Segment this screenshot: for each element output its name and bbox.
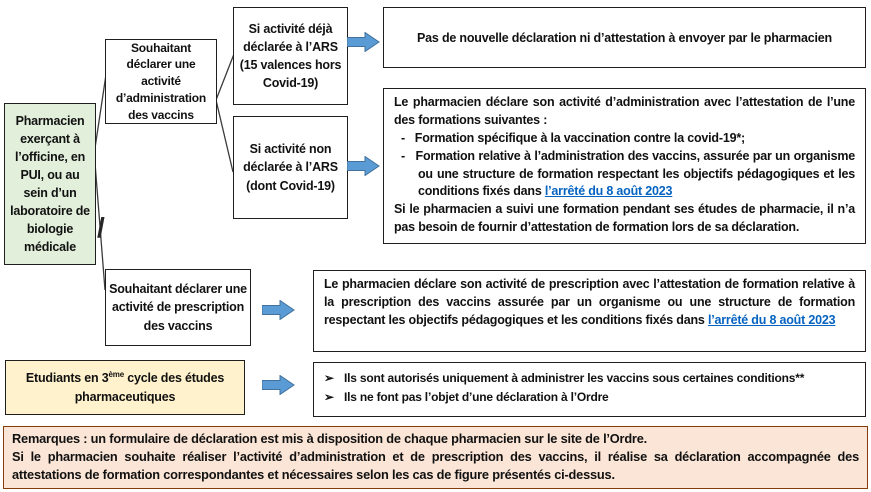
right-arrow-icon <box>262 375 295 395</box>
case-not-declared-box: Si activité non déclarée à l’ARS (dont C… <box>233 116 348 219</box>
source-label: Pharmacien exerçant à l’officine, en PUI… <box>10 113 90 255</box>
students-bullet-2: ➢ Ils ne font pas l’objet d’une déclarati… <box>324 388 855 407</box>
result-admin-note: Si le pharmacien a suivi une formation p… <box>394 202 855 235</box>
dash-bullet: - <box>401 130 405 145</box>
result-no-declaration-box: Pas de nouvelle déclaration ni d’attesta… <box>383 7 866 68</box>
result-admin-declaration-box: Le pharmacien déclare son activité d’adm… <box>383 88 866 244</box>
result-no-declaration-label: Pas de nouvelle déclaration ni d’attesta… <box>417 30 832 45</box>
students-bullet-1: ➢ Ils sont autorisés uniquement à adminis… <box>324 369 855 388</box>
case-declared-box: Si activité déjà déclarée à l’ARS (15 va… <box>233 7 348 105</box>
students-trigger-label: Etudiants en 3ème cycle des études pharm… <box>8 369 242 405</box>
right-arrow-icon <box>262 300 295 320</box>
remarks-box: Remarques : un formulaire de déclaration… <box>3 426 868 489</box>
remarks-line-1: Remarques : un formulaire de déclaration… <box>12 431 647 446</box>
arrowhead-bullet-icon: ➢ <box>324 371 334 385</box>
right-arrow-icon <box>347 156 380 176</box>
result-prescription-box: Le pharmacien déclare son activité de pr… <box>313 270 866 352</box>
result-prescription-text: Le pharmacien déclare son activité de pr… <box>324 277 855 327</box>
connector-slash: / <box>97 212 105 243</box>
result-students-box: ➢ Ils sont autorisés uniquement à adminis… <box>313 362 866 417</box>
case-declared-label: Si activité déjà déclarée à l’ARS (15 va… <box>239 21 342 91</box>
remarks-line-2: Si le pharmacien souhaite réaliser l’act… <box>12 448 859 482</box>
prescription-trigger-box: Souhaitant déclarer une activité de pres… <box>105 269 251 346</box>
prescription-trigger-label: Souhaitant déclarer une activité de pres… <box>109 282 247 333</box>
formation-item-1-text: Formation spécifique à la vaccination co… <box>414 130 745 145</box>
students-trigger-sup: ème <box>108 370 125 380</box>
dash-bullet: - <box>401 148 405 163</box>
right-arrow-icon <box>347 32 380 52</box>
result-admin-intro: Le pharmacien déclare son activité d’adm… <box>394 95 855 127</box>
case-not-declared-label: Si activité non déclarée à l’ARS (dont C… <box>243 142 338 193</box>
arrowhead-bullet-icon: ➢ <box>324 389 334 404</box>
formation-item-2-text: Formation relative à l’administration de… <box>415 148 856 199</box>
admin-trigger-box: Souhaitant déclarer une activité d’admin… <box>105 39 217 124</box>
source-box: Pharmacien exerçant à l’officine, en PUI… <box>4 103 96 265</box>
arrete-8-aout-2023-link[interactable]: l’arrêté du 8 août 2023 <box>544 184 673 199</box>
arrete-8-aout-2023-link[interactable]: l’arrêté du 8 août 2023 <box>707 312 836 327</box>
students-bullet-2-text: Ils ne font pas l’objet d’une déclaratio… <box>344 389 609 404</box>
students-trigger-pre: Etudiants en 3 <box>25 371 109 386</box>
formation-item-1: - Formation spécifique à la vaccination … <box>394 130 855 148</box>
students-trigger-post: cycle des études pharmaceutiques <box>74 371 225 404</box>
students-bullet-1-text: Ils sont autorisés uniquement à administ… <box>344 371 805 385</box>
students-trigger-box: Etudiants en 3ème cycle des études pharm… <box>5 360 245 415</box>
formation-item-2: - Formation relative à l’administration … <box>394 148 855 202</box>
admin-trigger-label: Souhaitant déclarer une activité d’admin… <box>115 40 207 122</box>
